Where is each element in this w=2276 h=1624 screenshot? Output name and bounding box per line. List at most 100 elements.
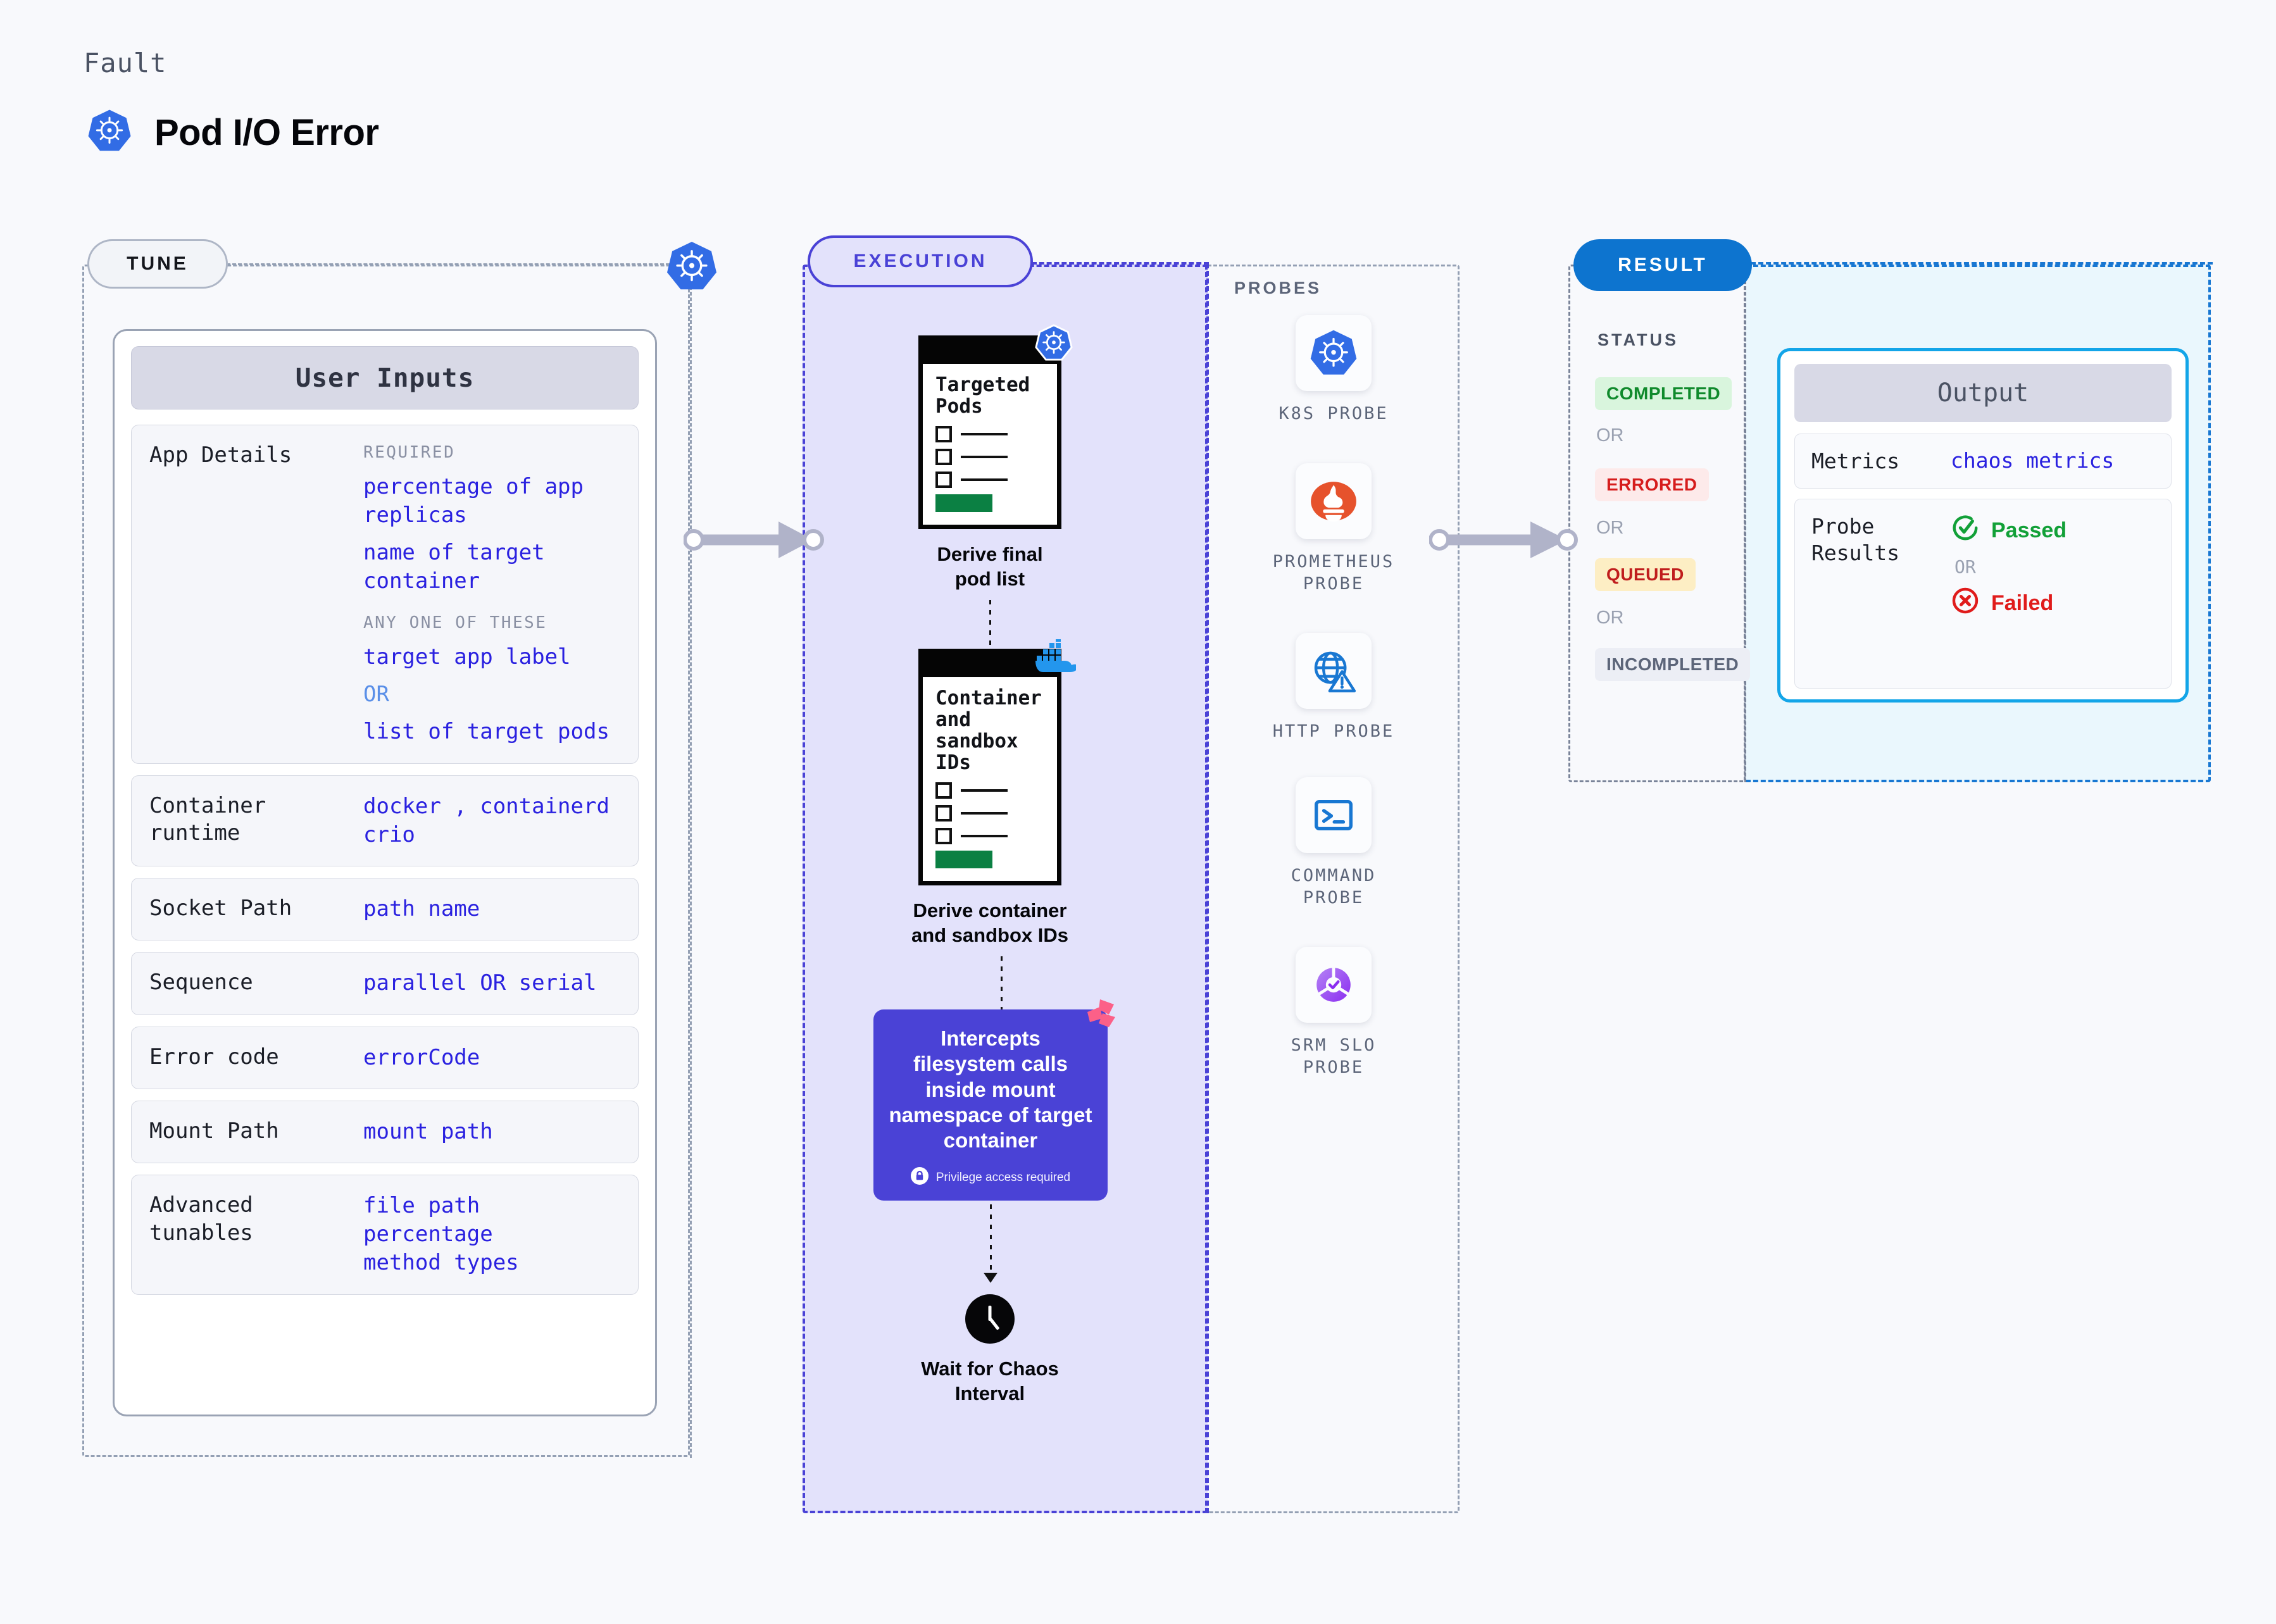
probe-command[interactable]: COMMAND PROBE [1254,777,1413,909]
lock-icon [910,1167,929,1188]
input-row-sequence[interactable]: Sequence parallel OR serial [131,952,639,1015]
page-title-row: Pod I/O Error [86,108,379,158]
kubernetes-icon [1034,323,1073,366]
tune-right-edge [690,263,692,1458]
page-title: Pod I/O Error [154,112,379,153]
status-badge-incompleted: INCOMPLETED [1595,648,1751,681]
status-or-1: OR [1596,425,1624,446]
probe-result-or: OR [1954,556,1976,578]
targeted-pods-card: Targeted Pods [918,324,1073,530]
node-label: Wait for Chaos Interval [921,1358,1059,1405]
input-row-error-code[interactable]: Error code errorCode [131,1026,639,1089]
input-value: crio [363,821,415,847]
probe-k8s[interactable]: K8S PROBE [1254,315,1413,425]
probe-label: PROMETHEUS PROBE [1272,552,1395,594]
output-card: Output Metrics chaos metrics Probe Resul… [1777,348,2189,703]
progress-bar [935,851,992,869]
output-label: Probe Results [1811,514,1900,565]
tune-panel [82,265,690,1457]
card-titlebar [923,653,1057,677]
user-inputs-card: User Inputs App Details REQUIRED percent… [113,329,657,1416]
card-titlebar [923,340,1057,364]
input-label: App Details [149,442,292,468]
status-badge-queued: QUEUED [1595,558,1696,591]
input-label: Socket Path [149,896,292,921]
eyebrow-fault: Fault [84,47,167,78]
execution-wait-node: Wait for Chaos Interval [918,1294,1061,1406]
connector-tune-to-execution [683,513,824,567]
input-value: list of target pods [363,719,610,745]
input-value: errorCode [363,1044,480,1070]
probe-label: SRM SLO PROBE [1291,1035,1377,1078]
container-sandbox-ids-card: Container and sandbox IDs [918,637,1079,886]
privilege-text: Privilege access required [935,1170,1071,1184]
execution-right-edge [1206,263,1209,1513]
probe-result-failed: Failed [1951,586,2154,620]
probe-srm-slo[interactable]: SRM SLO PROBE [1254,947,1413,1078]
card-title: Container and sandbox IDs [935,687,1042,775]
execution-node-container-ids: Container and sandbox IDs [911,637,1085,1025]
input-value: path name [363,896,480,922]
probe-http[interactable]: HTTP PROBE [1254,633,1413,742]
output-title: Output [1794,364,2172,422]
probe-label: HTTP PROBE [1272,721,1395,741]
kubernetes-icon [665,239,719,294]
input-row-advanced-tunables[interactable]: Advanced tunables file path percentage m… [131,1175,639,1295]
docker-icon [1034,637,1079,675]
probe-label: COMMAND PROBE [1291,866,1377,908]
input-value: percentage of app replicas [363,473,584,528]
execution-node-targeted-pods: Targeted Pods Deri [918,324,1073,682]
result-divider [1744,263,1746,782]
list-item [935,782,1044,799]
list-item [935,449,1044,466]
input-caption-any-one: ANY ONE OF THESE [363,613,547,633]
list-item [935,426,1044,443]
slo-donut-icon [1296,947,1372,1023]
probe-result-passed: Passed [1951,513,2154,547]
input-value: method types [363,1250,519,1276]
failed-label: Failed [1991,590,2054,615]
stage-pill-execution[interactable]: EXECUTION [808,235,1033,287]
status-or-2: OR [1596,518,1624,538]
input-value: docker , containerd [363,793,610,819]
status-or-3: OR [1596,608,1624,628]
privilege-badge: Privilege access required [887,1167,1094,1188]
probes-title: PROBES [1234,278,1322,297]
stage-pill-result[interactable]: RESULT [1573,239,1752,291]
list-item [935,805,1044,822]
input-row-mount-path[interactable]: Mount Path mount path [131,1100,639,1163]
intercept-action-box: Intercepts filesystem calls inside mount… [873,999,1115,1201]
output-value: chaos metrics [1951,448,2115,473]
list-item [935,472,1044,489]
connector-execution-to-result [1429,513,1581,567]
input-or-separator: OR [363,682,389,708]
input-row-socket-path[interactable]: Socket Path path name [131,878,639,941]
node-label: Derive final pod list [937,543,1043,590]
input-label: Error code [149,1044,279,1070]
node-label: Derive container and sandbox IDs [911,899,1069,947]
action-text: Intercepts filesystem calls inside mount… [889,1027,1092,1152]
output-row-metrics[interactable]: Metrics chaos metrics [1794,434,2172,489]
output-row-probe-results[interactable]: Probe Results Passed OR [1794,499,2172,689]
tune-top-connector [227,263,670,265]
execution-top-connector [1032,262,1209,265]
passed-label: Passed [1991,518,2067,542]
prometheus-icon [1296,463,1372,539]
progress-bar [935,494,992,513]
output-label: Metrics [1811,449,1900,473]
input-value: parallel OR serial [363,970,597,996]
input-value: percentage [363,1221,493,1247]
input-label: Mount Path [149,1118,279,1144]
probe-label: K8S PROBE [1279,404,1389,423]
input-row-app-details[interactable]: App Details REQUIRED percentage of app r… [131,425,639,764]
input-label: Container runtime [149,792,266,846]
input-caption-required: REQUIRED [363,443,456,462]
input-row-container-runtime[interactable]: Container runtime docker , containerd cr… [131,775,639,867]
terminal-icon [1296,777,1372,853]
input-label: Sequence [149,970,253,996]
probe-prometheus[interactable]: PROMETHEUS PROBE [1254,463,1413,595]
clock-icon [965,1294,1015,1344]
stage-pill-tune[interactable]: TUNE [87,239,228,289]
user-inputs-title: User Inputs [131,346,639,409]
